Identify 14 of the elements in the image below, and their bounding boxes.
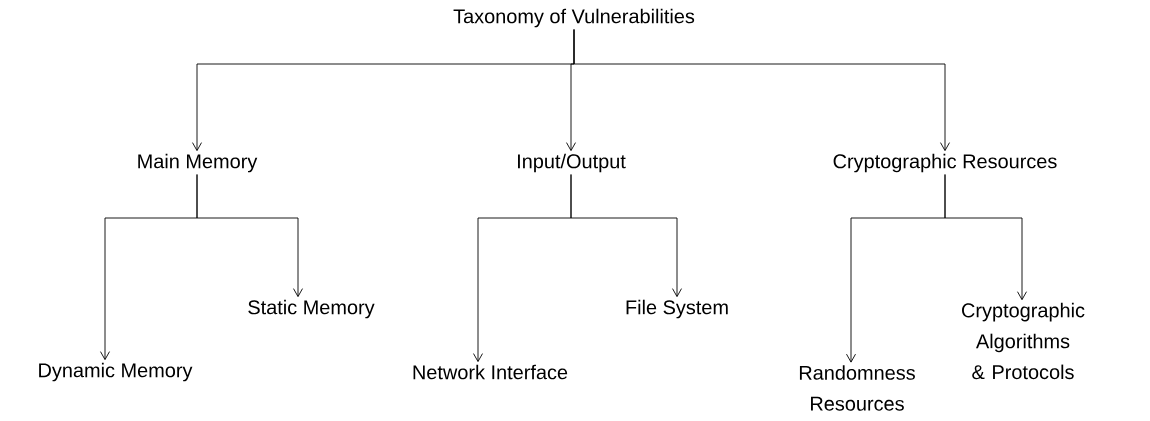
diagram-title: Taxonomy of Vulnerabilities — [453, 8, 695, 28]
category-label: Cryptographic Resources — [833, 153, 1057, 173]
category-label: Randomness Resources — [799, 365, 915, 411]
category-label: Static Memory — [248, 299, 375, 319]
arrow — [573, 29, 950, 152]
category-label: Cryptographic Algorithms & Protocols — [962, 302, 1085, 380]
arrow — [196, 174, 303, 298]
category-label: Dynamic Memory — [39, 362, 193, 382]
category-label: Main Memory — [138, 153, 258, 173]
category-label: Input/Output — [518, 153, 626, 173]
arrow — [944, 174, 1027, 301]
arrow — [570, 174, 682, 298]
category-label: Network Interface — [413, 364, 568, 380]
category-label: File System — [626, 299, 728, 319]
